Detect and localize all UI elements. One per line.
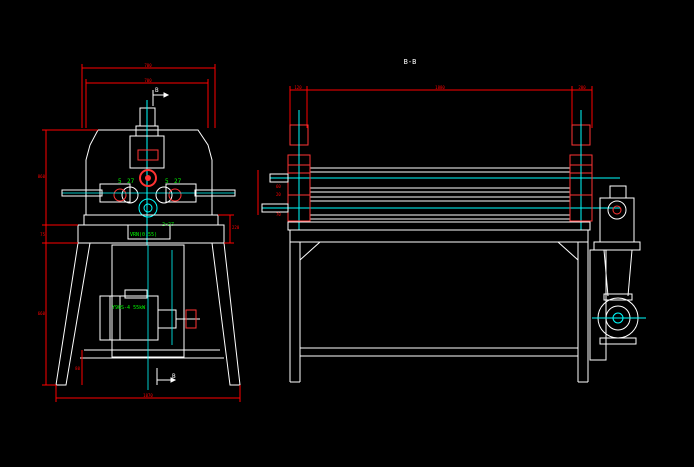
bottom-dimension [55, 385, 241, 402]
label-gearbox: VRN(0.55) [130, 232, 157, 238]
dim-mid-left-small: 80 [75, 366, 80, 371]
section-mark-bottom [156, 368, 177, 385]
roller-lower [262, 196, 620, 220]
section-top-dimensions [289, 86, 593, 128]
side-shafts [61, 183, 236, 203]
right-dimension [218, 214, 234, 244]
section-letter-bottom: B [172, 373, 176, 380]
screw-assembly [129, 100, 165, 245]
top-dimensions [81, 64, 216, 128]
dim-section-top-mid: 1880 [435, 85, 445, 90]
left-shaft-ends [261, 173, 289, 213]
left-dimensions [42, 129, 98, 386]
table-frame [287, 221, 591, 383]
dim-bottom-overall: 1070 [143, 393, 153, 398]
label-roller-left-a: 5 [118, 178, 122, 185]
dim-left-mid: 75 [40, 232, 45, 237]
motor-side [592, 293, 646, 345]
roller-upper [270, 167, 620, 193]
left-screw-housing [287, 110, 311, 230]
section-view: B-B 120 1880 200 [257, 58, 646, 383]
belt-drive [589, 249, 633, 361]
label-roller-right-b: 27 [174, 178, 182, 185]
gearbox-right [593, 185, 641, 251]
dim-section-left-a: 20 [276, 192, 281, 197]
label-roller-right-a: 5 [165, 178, 169, 185]
dim-right-small: 220 [232, 225, 240, 230]
label-roller-left-b: 27 [127, 178, 135, 185]
motor-end [99, 289, 200, 341]
dim-left-lower: 660 [38, 311, 46, 316]
dim-section-top-left: 120 [294, 85, 302, 90]
section-title: B-B [404, 58, 417, 66]
dim-section-top-right: 200 [578, 85, 586, 90]
dim-top-inner: 700 [144, 78, 152, 83]
bearing-blocks [287, 164, 593, 222]
end-view: 780 700 B [38, 63, 241, 402]
right-screw-housing [569, 110, 593, 230]
label-motor: Y90S-4 55kW [112, 305, 146, 311]
dim-section-left-c: 70 [276, 212, 281, 217]
rollers-end [113, 169, 182, 218]
dim-left-upper: 860 [38, 174, 46, 179]
base-plate [77, 214, 225, 244]
dim-section-left-b: 60 [276, 184, 281, 189]
dim-top-overall: 780 [144, 63, 152, 68]
section-letter-top: B [155, 87, 159, 94]
section-mark-top [152, 90, 170, 106]
